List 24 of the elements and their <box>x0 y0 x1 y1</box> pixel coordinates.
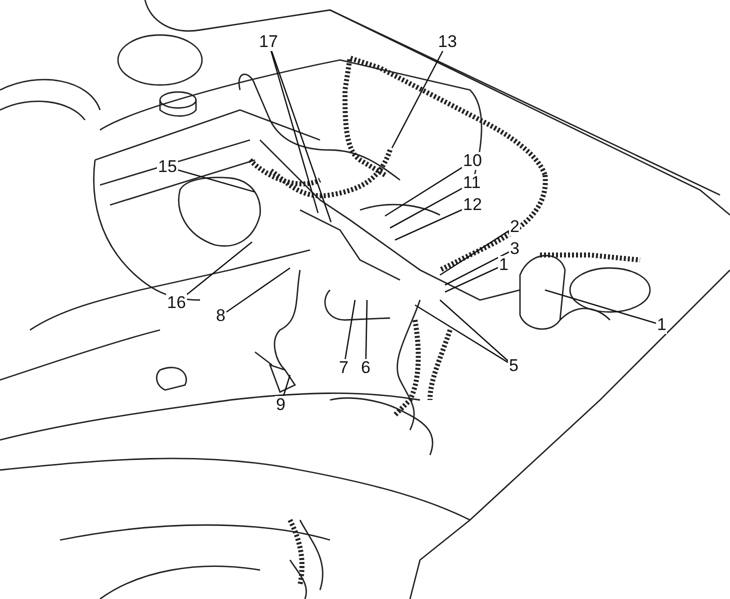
callout-number: 10 <box>462 152 483 170</box>
leader-line <box>394 209 462 241</box>
callout-number: 1 <box>656 316 668 334</box>
leader-line <box>270 50 332 222</box>
leader-line <box>344 300 356 360</box>
callout-number: 2 <box>509 218 520 236</box>
leader-line <box>226 267 290 313</box>
leader-line <box>391 50 444 148</box>
leader-line <box>384 167 462 217</box>
leader-line <box>178 169 256 193</box>
callout-number: 13 <box>437 33 458 51</box>
leader-line <box>544 289 656 324</box>
leader-line <box>390 188 462 229</box>
leader-line <box>444 251 510 286</box>
callout-number: 11 <box>462 174 482 192</box>
leader-line <box>282 374 291 396</box>
leader-line <box>270 50 319 214</box>
leader-line <box>440 230 510 276</box>
leader-line <box>414 304 508 363</box>
leader-line <box>444 267 498 293</box>
leader-line <box>186 242 252 296</box>
leader-line <box>365 300 368 360</box>
callout-number: 17 <box>258 33 279 51</box>
leader-line <box>440 300 508 362</box>
